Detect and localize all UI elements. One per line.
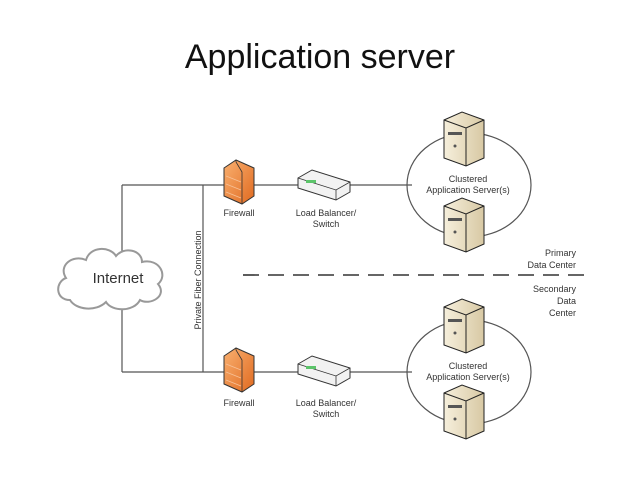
firewall-label: Firewall — [223, 398, 254, 408]
secondary-firewall: Firewall — [223, 347, 255, 408]
switch-icon — [297, 169, 351, 201]
primary-dc-line2: Data Center — [527, 260, 576, 270]
server-icon — [443, 111, 485, 167]
cluster-label-line2: Application Server(s) — [426, 185, 510, 195]
fiber-label: Private Fiber Connection — [193, 230, 203, 329]
primary-firewall: Firewall — [223, 159, 255, 218]
lb-label-line2: Switch — [313, 219, 340, 229]
lb-label-line1: Load Balancer/ — [296, 208, 357, 218]
cluster-label-line1: Clustered — [449, 361, 488, 371]
server-icon — [443, 197, 485, 253]
internet-cloud: Internet — [57, 248, 164, 311]
lb-label-line2: Switch — [313, 409, 340, 419]
firewall-icon — [223, 347, 255, 393]
server-icon — [443, 384, 485, 440]
cluster-label-line2: Application Server(s) — [426, 372, 510, 382]
primary-cluster: Clustered Application Server(s) — [406, 111, 532, 253]
internet-label: Internet — [93, 270, 145, 287]
primary-load-balancer: Load Balancer/ Switch — [296, 169, 357, 229]
firewall-icon — [223, 159, 255, 205]
server-icon — [443, 298, 485, 354]
switch-icon — [297, 355, 351, 387]
primary-dc-line1: Primary — [545, 248, 576, 258]
lb-label-line1: Load Balancer/ — [296, 398, 357, 408]
cluster-label-line1: Clustered — [449, 174, 488, 184]
page-title: Application server — [184, 38, 456, 76]
secondary-dc-line2: Data — [557, 296, 576, 306]
secondary-dc-line1: Secondary — [533, 284, 577, 294]
firewall-label: Firewall — [223, 208, 254, 218]
secondary-dc-line3: Center — [549, 308, 576, 318]
secondary-load-balancer: Load Balancer/ Switch — [296, 355, 357, 419]
connection-lines — [121, 184, 420, 373]
secondary-cluster: Clustered Application Server(s) — [406, 298, 532, 440]
